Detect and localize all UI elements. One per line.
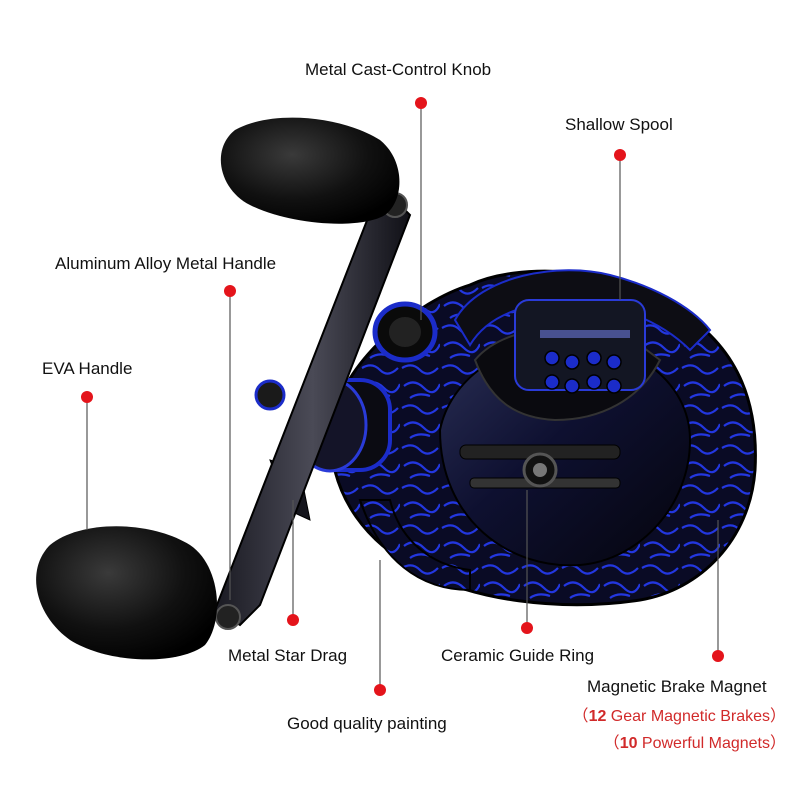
marker-shallow-spool (614, 149, 626, 161)
label-cast-control-knob: Metal Cast-Control Knob (305, 60, 492, 79)
marker-guide-ring (521, 622, 533, 634)
leader-lines (86, 103, 719, 690)
label-shallow-spool: Shallow Spool (565, 115, 673, 134)
brake-detail-gear: （12 Gear Magnetic Brakes） (572, 708, 786, 725)
label-eva-handle: EVA Handle (42, 359, 133, 378)
label-aluminum-handle: Aluminum Alloy Metal Handle (55, 254, 277, 273)
label-star-drag: Metal Star Drag (228, 646, 348, 665)
marker-brake-magnet (712, 650, 724, 662)
brake-detail-magnets: （10 Powerful Magnets） (603, 735, 786, 752)
level-wind (459, 444, 621, 489)
handle-arm (213, 192, 412, 630)
marker-painting (374, 684, 386, 696)
marker-aluminum-handle (224, 285, 236, 297)
label-guide-ring: Ceramic Guide Ring (441, 646, 595, 665)
cast-control-knob (372, 301, 438, 363)
label-brake-magnet: Magnetic Brake Magnet (587, 677, 767, 696)
marker-star-drag (287, 614, 299, 626)
eva-knob-top (220, 117, 400, 224)
spool (514, 299, 646, 394)
marker-cast-control-knob (415, 97, 427, 109)
marker-eva-handle (81, 391, 93, 403)
eva-knob-bottom (36, 526, 217, 660)
reel-body (328, 269, 757, 607)
label-painting: Good quality painting (287, 714, 447, 733)
